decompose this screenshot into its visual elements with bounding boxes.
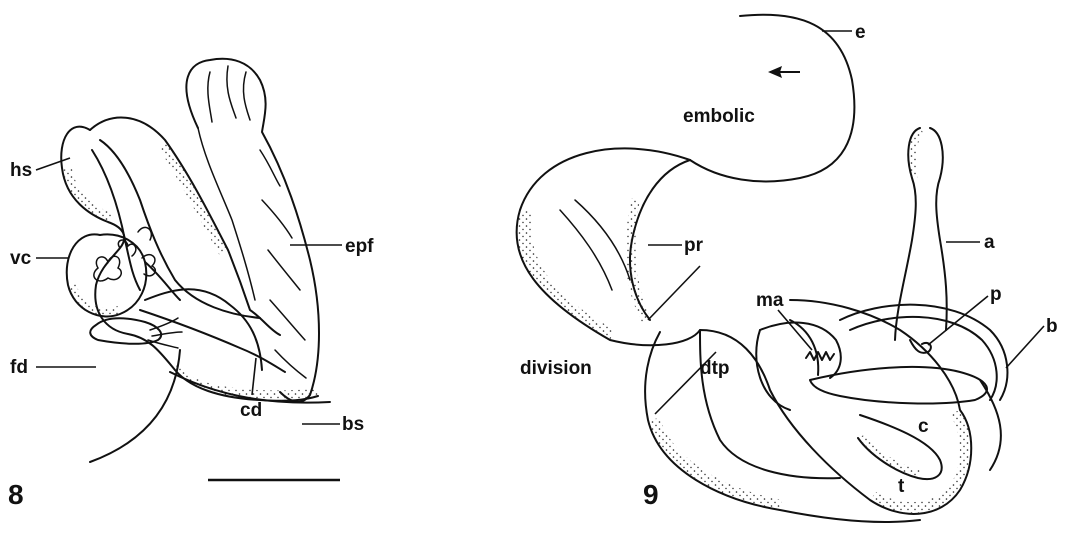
- fd-duct: [90, 318, 161, 344]
- figure-number-8: 8: [8, 479, 24, 510]
- label-epf: epf: [345, 236, 374, 257]
- label-t: t: [898, 476, 905, 497]
- label-vc: vc: [10, 248, 32, 269]
- cd-duct: [145, 289, 262, 370]
- dtp-outline: [645, 332, 920, 522]
- label-a: a: [984, 232, 995, 253]
- label-c: c: [918, 416, 929, 437]
- figure-number-9: 9: [643, 479, 659, 510]
- label-pr: pr: [684, 235, 704, 256]
- label-bs: bs: [342, 414, 364, 435]
- label-cd: cd: [240, 400, 262, 421]
- figure-9-drawing: [517, 15, 1008, 522]
- apophysis-a: [895, 128, 947, 340]
- ma-teeth: [806, 352, 834, 360]
- embolic-division-outline: [517, 148, 972, 514]
- label-e: e: [855, 22, 866, 43]
- embolus-wire: [690, 15, 854, 182]
- label-fd: fd: [10, 357, 28, 378]
- label-p: p: [990, 284, 1002, 305]
- label-dtp: dtp: [700, 358, 730, 379]
- figure-8-drawing: [61, 59, 340, 480]
- label-ma: ma: [756, 290, 784, 311]
- label-b: b: [1046, 316, 1058, 337]
- label-hs: hs: [10, 160, 32, 181]
- label-division: division: [520, 358, 592, 379]
- label-embolic: embolic: [683, 106, 755, 127]
